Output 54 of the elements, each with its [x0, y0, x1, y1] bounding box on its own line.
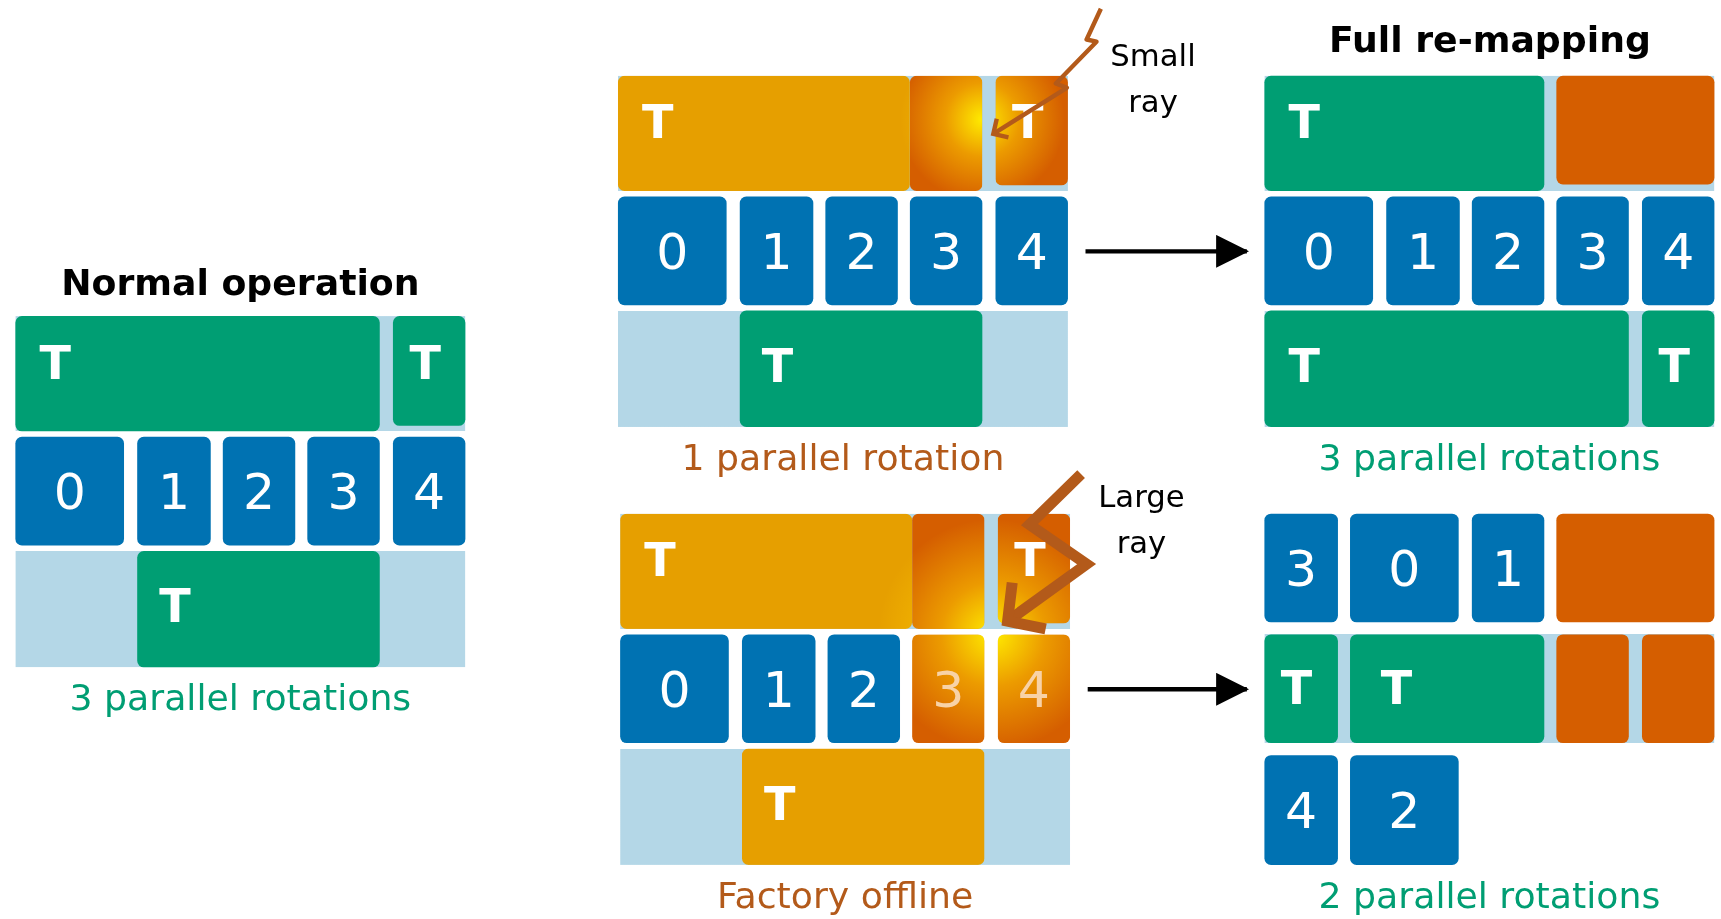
- tile: T: [1264, 634, 1338, 744]
- tile: 0: [1350, 513, 1459, 623]
- tile: 4: [995, 196, 1068, 306]
- tile: T: [617, 75, 910, 191]
- empty-tile: [1556, 75, 1715, 185]
- tile: 4: [1264, 755, 1338, 865]
- tile: 3: [307, 436, 380, 546]
- tile: 2: [827, 634, 900, 744]
- tile: 0: [617, 196, 727, 306]
- tile: T: [620, 513, 913, 629]
- empty-tile: [1556, 513, 1715, 623]
- tile: 1: [739, 196, 814, 306]
- tile: 2: [222, 436, 296, 546]
- tile: 3: [1556, 196, 1629, 306]
- node-label: 1 parallel rotation: [680, 435, 1006, 480]
- tile: T: [739, 310, 983, 427]
- arrow: [1087, 672, 1250, 706]
- empty-tile: [909, 75, 983, 191]
- tile: T: [741, 748, 985, 865]
- tile: 0: [15, 436, 125, 546]
- empty-tile: [912, 513, 985, 629]
- tile: 4: [1641, 196, 1715, 306]
- node-label: 3 parallel rotations: [1317, 435, 1662, 480]
- empty-tile: [1641, 634, 1715, 744]
- heading: Full re-mapping: [1328, 16, 1652, 63]
- tile: 3: [1264, 513, 1338, 623]
- ray-label: Large ray: [1097, 477, 1186, 563]
- tile: 0: [620, 634, 729, 744]
- tile: 1: [137, 436, 211, 546]
- tile: T: [1264, 310, 1629, 427]
- tile: 3: [909, 196, 983, 306]
- tile: 2: [825, 196, 898, 306]
- heading: Normal operation: [60, 260, 421, 307]
- tile: 1: [1471, 513, 1545, 623]
- arrow: [1085, 234, 1250, 268]
- tile: 4: [997, 634, 1071, 744]
- tile: 1: [1386, 196, 1460, 306]
- tile: T: [15, 316, 380, 432]
- tile: T: [1264, 75, 1545, 191]
- node-label: 3 parallel rotations: [68, 676, 413, 720]
- tile: 4: [392, 436, 466, 546]
- node-label: 2 parallel rotations: [1317, 873, 1662, 918]
- empty-tile: [1556, 634, 1629, 744]
- ray-label: Small ray: [1109, 36, 1197, 122]
- tile: 2: [1350, 755, 1459, 865]
- tile: T: [392, 316, 466, 426]
- tile: 2: [1471, 196, 1545, 306]
- node-label: Factory offline: [715, 873, 975, 918]
- tile: 1: [741, 634, 816, 744]
- tile: 0: [1264, 196, 1374, 306]
- tile: T: [137, 551, 380, 668]
- tile: T: [1641, 310, 1715, 427]
- tile: T: [1350, 634, 1545, 744]
- tile: 3: [912, 634, 985, 744]
